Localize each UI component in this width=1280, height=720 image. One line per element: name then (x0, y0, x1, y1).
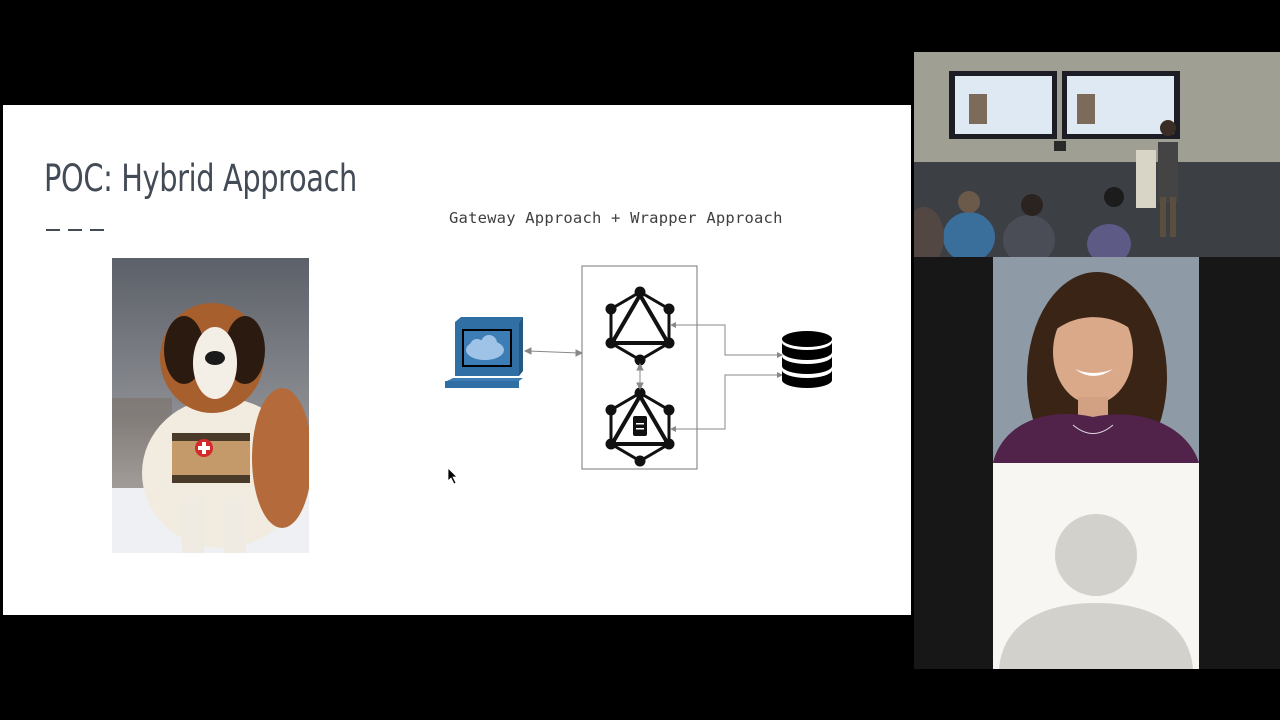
room-camera-image (914, 52, 1280, 257)
slide-title: POC: Hybrid Approach (44, 157, 357, 200)
title-underline (46, 229, 106, 231)
graphql-wrapper-icon (605, 387, 675, 467)
speaker-photo (993, 257, 1199, 463)
client-computer-icon (445, 317, 523, 388)
architecture-diagram (445, 265, 832, 470)
graphql-gateway-icon (605, 286, 675, 366)
dog-photo (112, 258, 309, 553)
video-gutter-left (914, 257, 993, 669)
video-gutter-right (1199, 257, 1280, 669)
speaker-camera-feed[interactable] (993, 257, 1199, 463)
participant-placeholder-tile[interactable] (993, 463, 1199, 669)
mouse-cursor-icon (448, 468, 458, 485)
diagram-caption: Gateway Approach + Wrapper Approach (449, 209, 783, 227)
presentation-slide: POC: Hybrid Approach Gateway Approach + … (3, 105, 911, 615)
user-avatar-icon (993, 463, 1199, 669)
database-icon (782, 331, 832, 388)
room-camera-feed[interactable] (914, 52, 1280, 257)
